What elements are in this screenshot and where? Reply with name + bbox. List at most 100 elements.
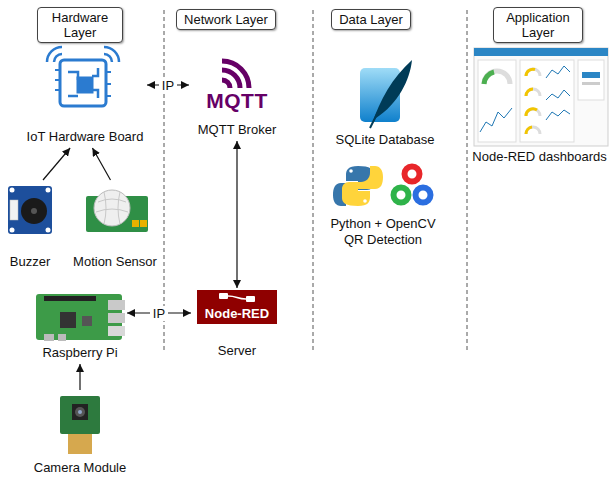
layer-separator	[467, 10, 468, 352]
node-red-logo	[197, 290, 277, 324]
motion-sensor-icon	[96, 192, 128, 224]
sqlite-icon	[370, 112, 378, 128]
component-node: SQLite Database	[330, 58, 440, 151]
raspberry-pi-icon	[108, 326, 125, 336]
layer-title: Network Layer	[184, 12, 268, 27]
raspberry-pi-icon	[82, 316, 92, 326]
mqtt-logo-arcs	[222, 61, 249, 88]
dashboard-screenshot	[474, 48, 608, 146]
layer-header: Application Layer	[493, 7, 583, 43]
layer-title: Hardware Layer	[45, 10, 115, 40]
layer-title: Data Layer	[339, 12, 403, 27]
raspberry-pi-icon	[108, 300, 125, 310]
edge-label: IP	[159, 78, 177, 93]
layer-header: Network Layer	[176, 9, 276, 30]
sqlite-icon	[360, 60, 412, 128]
camera-module-icon	[60, 396, 100, 454]
component-label: Raspberry Pi	[42, 345, 117, 361]
mqtt-logo-arcs	[222, 80, 230, 88]
iot-board-icon	[47, 47, 62, 62]
component-node: MQTTMQTT Broker	[189, 58, 285, 141]
motion-sensor-icon	[86, 190, 148, 232]
buzzer-icon	[8, 186, 52, 234]
layer-title: Application Layer	[501, 10, 575, 40]
component-node: IoT Hardware Board	[23, 44, 147, 148]
dashboard-screenshot	[578, 60, 604, 100]
node-red-logo	[246, 296, 255, 302]
layer-separator	[164, 10, 165, 352]
dashboard-screenshot	[484, 71, 510, 84]
raspberry-pi-icon	[36, 294, 125, 341]
connector	[236, 141, 237, 288]
layer-separator	[164, 10, 467, 352]
iot-board-icon	[104, 47, 119, 62]
buzzer-icon	[10, 228, 15, 233]
layer-header: Data Layer	[331, 9, 411, 30]
component-label: Python + OpenCV QR Detection	[324, 216, 442, 248]
mqtt-logo-arcs	[222, 70, 240, 88]
component-label: SQLite Database	[335, 132, 434, 148]
sqlite-icon	[372, 60, 412, 124]
dashboard-screenshot	[526, 109, 540, 116]
dashboard-screenshot	[526, 127, 540, 134]
component-node: Node-RED Server	[191, 288, 283, 362]
component-label: Server	[218, 343, 256, 359]
connector	[92, 148, 110, 180]
iot-board-icon	[47, 47, 119, 106]
raspberry-pi-icon	[44, 334, 54, 341]
opencv-logo	[416, 188, 431, 203]
component-node: Raspberry Pi	[33, 290, 127, 364]
component-node: Python + OpenCV QR Detection	[324, 162, 442, 251]
opencv-logo	[394, 167, 431, 203]
opencv-logo	[405, 167, 420, 182]
component-node: Camera Module	[30, 390, 130, 479]
camera-module-icon	[68, 434, 92, 454]
component-label: Motion Sensor	[73, 254, 157, 270]
dashboard-screenshot	[526, 89, 533, 96]
logo-text: MQTT	[206, 90, 267, 112]
connector	[43, 148, 70, 180]
raspberry-pi-icon	[44, 296, 96, 301]
dashboard-screenshot	[478, 60, 516, 142]
raspberry-pi-icon	[58, 334, 66, 341]
connector	[79, 364, 80, 390]
component-label: Node-RED dashboards	[472, 149, 606, 165]
python-logo	[333, 166, 383, 206]
dashboard-screenshot	[526, 127, 532, 134]
dashboard-screenshot	[546, 110, 570, 120]
python-logo	[363, 199, 367, 203]
dashboard-screenshot	[546, 90, 570, 100]
opencv-logo	[394, 188, 409, 203]
buzzer-icon	[8, 186, 52, 234]
motion-sensor-icon	[132, 220, 139, 227]
logo-text: Node-RED	[205, 305, 269, 323]
camera-module-icon	[75, 407, 85, 417]
python-logo	[349, 169, 353, 173]
component-label: IoT Hardware Board	[27, 129, 144, 145]
dashboard-screenshot	[526, 109, 537, 116]
node-red-logo	[228, 296, 246, 299]
buzzer-icon	[31, 208, 37, 214]
dashboard-screenshot	[520, 60, 574, 142]
dashboard-screenshot	[474, 48, 608, 146]
camera-module-icon	[60, 396, 100, 434]
dashboard-screenshot	[484, 72, 494, 84]
iot-board-icon	[60, 60, 106, 106]
python-logo	[342, 166, 383, 206]
buzzer-icon	[10, 188, 15, 193]
node-red-logo	[219, 293, 228, 299]
layer-header: Hardware Layer	[37, 7, 123, 43]
dashboard-screenshot	[526, 89, 540, 96]
layer-separator	[313, 10, 314, 352]
component-node: Node-RED dashboards	[469, 46, 610, 168]
dashboard-screenshot	[582, 72, 600, 78]
dashboard-screenshot	[546, 66, 570, 78]
motion-sensor-icon	[140, 220, 147, 227]
dashboard-screenshot	[582, 82, 600, 85]
dashboard-screenshot	[526, 69, 535, 76]
buzzer-icon	[46, 188, 51, 193]
mqtt-logo-arcs	[222, 61, 249, 88]
